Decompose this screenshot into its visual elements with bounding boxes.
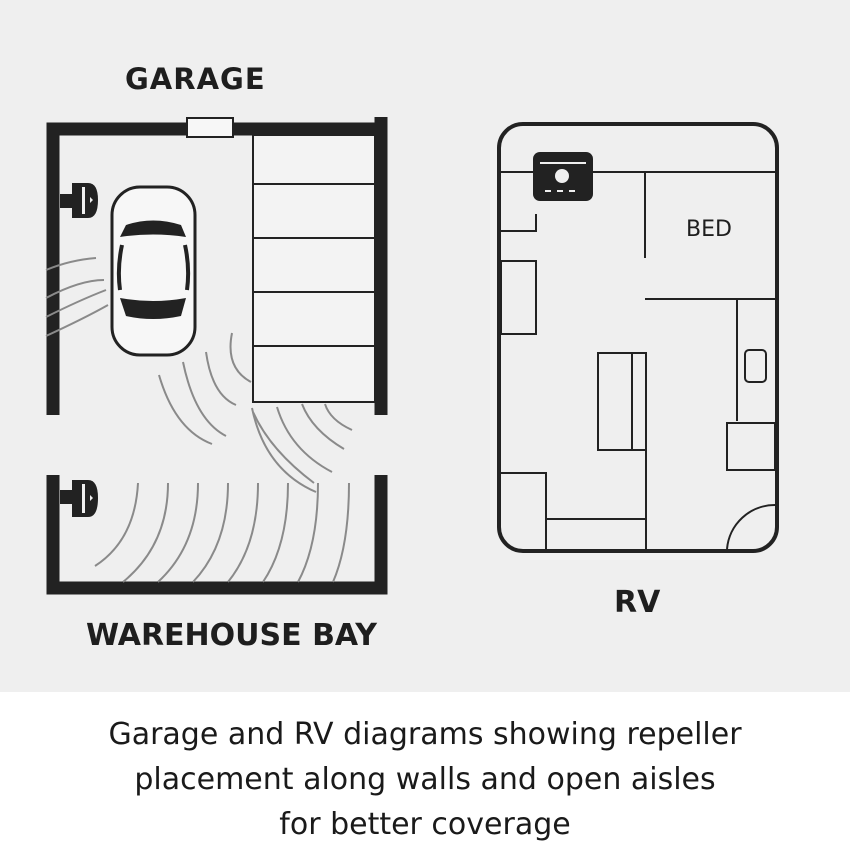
bed-label: BED bbox=[686, 217, 732, 242]
caption-line: Garage and RV diagrams showing repeller bbox=[108, 717, 742, 752]
warehouse-walls bbox=[46, 475, 388, 595]
floor-plans bbox=[45, 117, 779, 595]
storage-shelving bbox=[252, 134, 376, 403]
caption-line: placement along walls and open aisles bbox=[134, 762, 716, 797]
garage-label: GARAGE bbox=[125, 62, 266, 96]
repeller-icon bbox=[60, 183, 98, 218]
repeller-device-icon bbox=[533, 152, 593, 201]
warehouse-bay-label: WAREHOUSE BAY bbox=[86, 618, 378, 653]
warehouse-bay-plan bbox=[46, 407, 388, 595]
rv-table bbox=[597, 352, 647, 451]
rv-outline bbox=[497, 122, 779, 553]
garage-walls bbox=[46, 117, 388, 415]
garage-plan bbox=[45, 117, 388, 484]
rv-label: RV bbox=[614, 585, 661, 620]
sound-waves bbox=[45, 257, 353, 484]
caption-line: for better coverage bbox=[279, 807, 571, 842]
rv-plan bbox=[497, 122, 779, 553]
caption: Garage and RV diagrams showing repeller … bbox=[0, 712, 850, 847]
repeller-icon bbox=[60, 480, 98, 517]
car-icon bbox=[110, 185, 197, 357]
rv-door-arc bbox=[726, 503, 776, 550]
garage-vent bbox=[186, 117, 234, 138]
sound-waves bbox=[94, 407, 350, 583]
